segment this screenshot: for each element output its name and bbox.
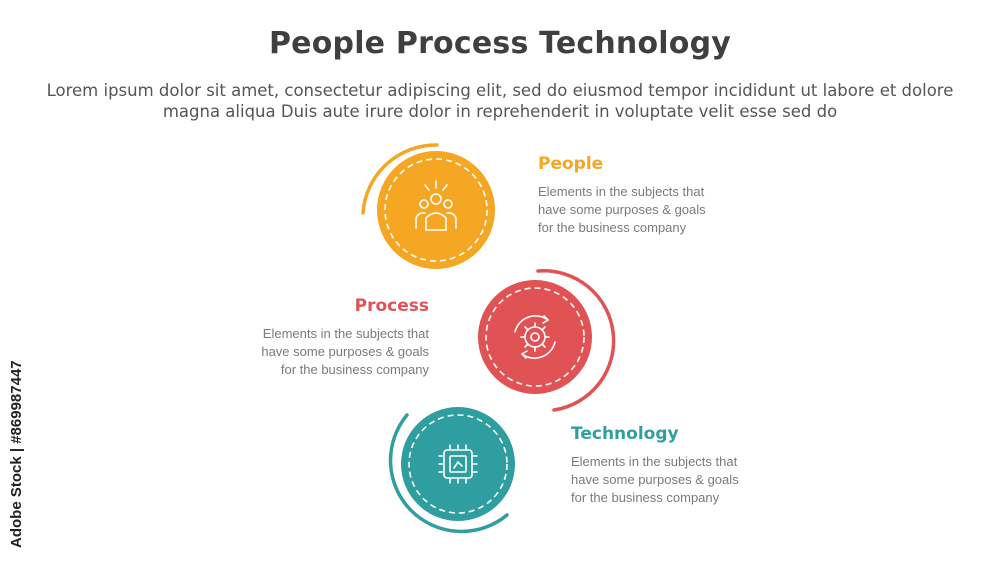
process-arc <box>536 269 616 412</box>
page-subtitle: Lorem ipsum dolor sit amet, consectetur … <box>46 81 954 121</box>
people-icon <box>415 180 457 231</box>
stock-watermark: Adobe Stock | #869987447 <box>8 360 25 548</box>
technology-title: Technology <box>571 424 679 444</box>
people-title: People <box>538 154 604 174</box>
technology-node <box>388 407 515 534</box>
technology-arc <box>388 413 509 534</box>
people-circle <box>377 151 495 269</box>
process-circle <box>478 280 592 394</box>
page-title: People Process Technology <box>268 26 732 61</box>
process-dashed-ring <box>485 287 585 387</box>
technology-circle <box>401 407 515 521</box>
people-node <box>361 143 495 269</box>
process-description: Elements in the subjects that have some … <box>261 326 429 377</box>
process-title: Process <box>354 296 429 316</box>
chip-icon <box>438 444 478 484</box>
technology-description: Elements in the subjects that have some … <box>571 454 739 505</box>
gear-cycle-icon <box>514 315 556 359</box>
people-arc <box>361 143 439 215</box>
process-node <box>478 269 616 412</box>
people-dashed-ring <box>384 158 488 262</box>
people-description: Elements in the subjects that have some … <box>538 184 706 235</box>
technology-dashed-ring <box>408 414 508 514</box>
